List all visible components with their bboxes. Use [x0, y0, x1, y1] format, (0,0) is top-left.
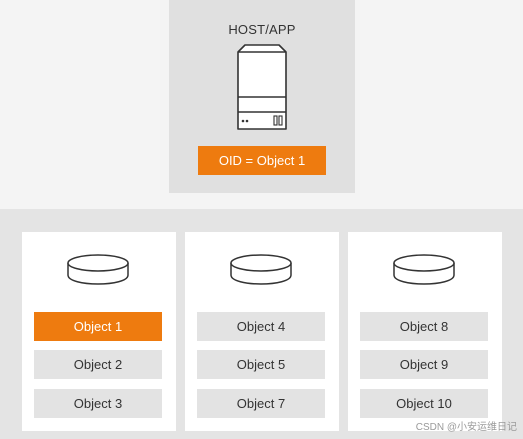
osd-node-3: Object 8 Object 9 Object 10	[348, 232, 502, 431]
object-5: Object 5	[197, 350, 325, 379]
object-10: Object 10	[360, 389, 488, 418]
object-8: Object 8	[360, 312, 488, 341]
oid-box: OID = Object 1	[198, 146, 326, 175]
disk-icon	[230, 254, 292, 285]
object-7: Object 7	[197, 389, 325, 418]
object-9: Object 9	[360, 350, 488, 379]
watermark: CSDN @小安运维日记	[415, 422, 517, 433]
server-icon	[237, 44, 287, 130]
disk-icon	[393, 254, 455, 285]
object-3: Object 3	[34, 389, 162, 418]
osd-node-1: Object 1 Object 2 Object 3	[22, 232, 176, 431]
host-label: HOST/APP	[228, 22, 296, 37]
object-4: Object 4	[197, 312, 325, 341]
disk-icon	[67, 254, 129, 285]
host-panel: HOST/APP OID = Object 1	[169, 0, 355, 193]
osd-node-2: Object 4 Object 5 Object 7	[185, 232, 339, 431]
object-2: Object 2	[34, 350, 162, 379]
object-1: Object 1	[34, 312, 162, 341]
